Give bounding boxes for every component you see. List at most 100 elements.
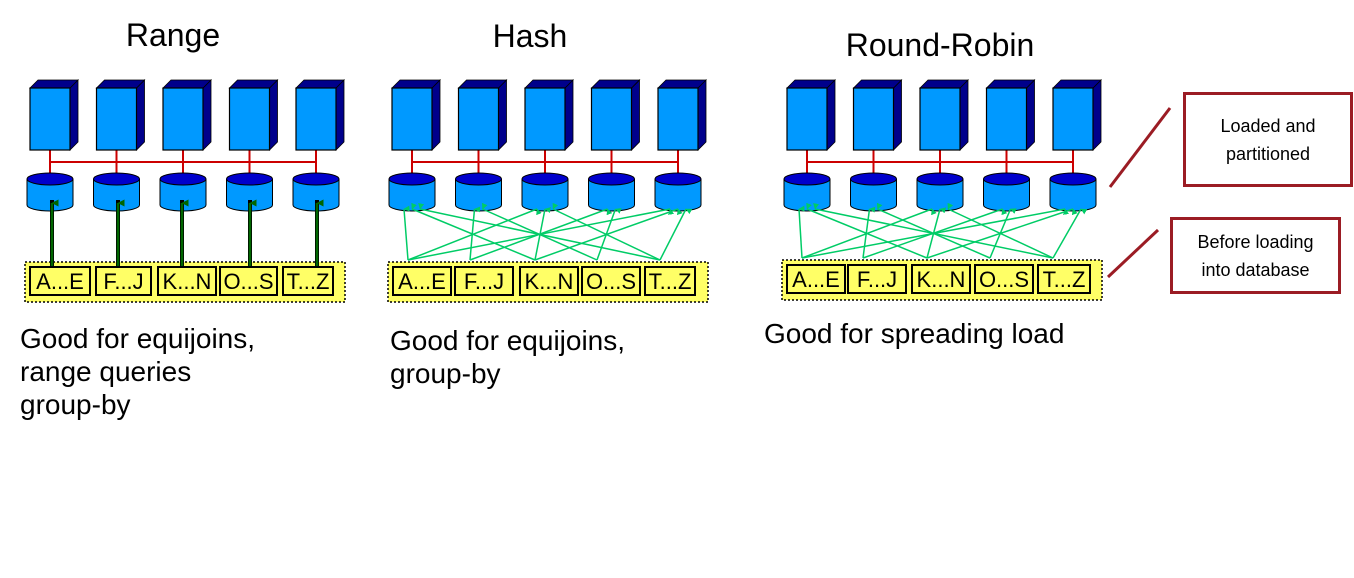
disk-top [783,172,831,186]
server-icon [919,87,961,151]
server-side [69,79,79,151]
server-icon [295,87,337,151]
hash-arrow [411,202,536,261]
server-top [295,79,345,89]
hash-arrow [403,205,410,261]
server-side [826,79,836,151]
partition-label: F...J [103,269,143,294]
partition-label: O...S [979,267,1029,292]
disk-top [455,172,502,186]
disk-icon [455,178,502,212]
hash-arrow [806,202,928,259]
partition-box [282,266,334,296]
disk-top [654,172,702,186]
partition-label: T...Z [287,269,330,294]
server-icon [95,87,138,151]
server-side [564,79,574,151]
server-top [1052,79,1102,89]
disk-top [850,172,897,186]
hash-arrow [1052,208,1088,259]
partition-label: K...N [525,269,574,294]
partition-box [1037,264,1091,294]
disk-top [26,172,74,186]
server-icon [657,87,699,151]
partition-box [847,264,907,294]
server-icon [228,87,271,151]
server-side [498,79,507,151]
partition-label: O...S [586,269,636,294]
disk-top [588,172,635,186]
server-side [697,79,707,151]
partition-label: K...N [917,267,966,292]
partition-label: O...S [223,269,273,294]
caption-round-robin: Good for spreading load [764,318,1065,349]
disk-icon [388,178,436,212]
disk-top [983,172,1030,186]
disk-icon [159,178,207,212]
title-round-robin: Round-Robin [845,27,1035,63]
server-icon [391,87,433,151]
partition-box [911,264,971,294]
hash-arrow [552,202,661,261]
server-icon [457,87,500,151]
server-icon [524,87,566,151]
partition-label: T...Z [1043,267,1086,292]
partition-label: T...Z [649,269,692,294]
server-icon [852,87,895,151]
server-top [786,79,836,89]
server-icon [590,87,633,151]
title-range: Range [125,17,221,53]
server-top [391,79,441,89]
partition-box [974,264,1034,294]
hash-arrow [813,203,1054,259]
disk-top [159,172,207,186]
server-side [1092,79,1102,151]
scheme-range: A...E F...J K...N O...S T...Z [24,79,346,303]
server-top [852,79,903,89]
server-side [893,79,902,151]
server-icon [985,87,1028,151]
disk-icon [850,178,897,212]
disk-top [1049,172,1097,186]
partition-box [786,264,846,294]
callout-before-loading: Before loading into database [1170,217,1341,294]
server-icon [29,87,71,151]
server-top [228,79,279,89]
hash-arrow [418,202,661,261]
server-top [524,79,574,89]
partition-box [644,266,696,296]
server-side [136,79,145,151]
hash-arrow [947,202,1054,259]
server-top [657,79,707,89]
partition-label: K...N [163,269,212,294]
server-top [919,79,969,89]
server-top [985,79,1036,89]
server-side [959,79,969,151]
caption-range: Good for equijoins, range queries group-… [20,323,256,420]
partition-box [519,266,579,296]
server-icon [162,87,204,151]
server-top [457,79,508,89]
callout-loaded-partitioned: Loaded and partitioned [1183,92,1353,187]
title-hash: Hash [492,18,568,54]
server-icon [786,87,828,151]
partition-box [392,266,452,296]
partition-label: A...E [398,269,446,294]
server-icon [1052,87,1094,151]
disk-icon [983,178,1030,212]
server-side [335,79,345,151]
partition-label: A...E [792,267,840,292]
server-side [1026,79,1035,151]
disk-top [93,172,140,186]
partition-box [219,266,278,296]
leader-line-loaded [1108,107,1172,188]
partition-label: A...E [36,269,84,294]
leader-line-before [1106,228,1160,279]
caption-hash: Good for equijoins, group-by [390,325,626,389]
server-top [590,79,641,89]
server-side [202,79,212,151]
server-side [269,79,278,151]
